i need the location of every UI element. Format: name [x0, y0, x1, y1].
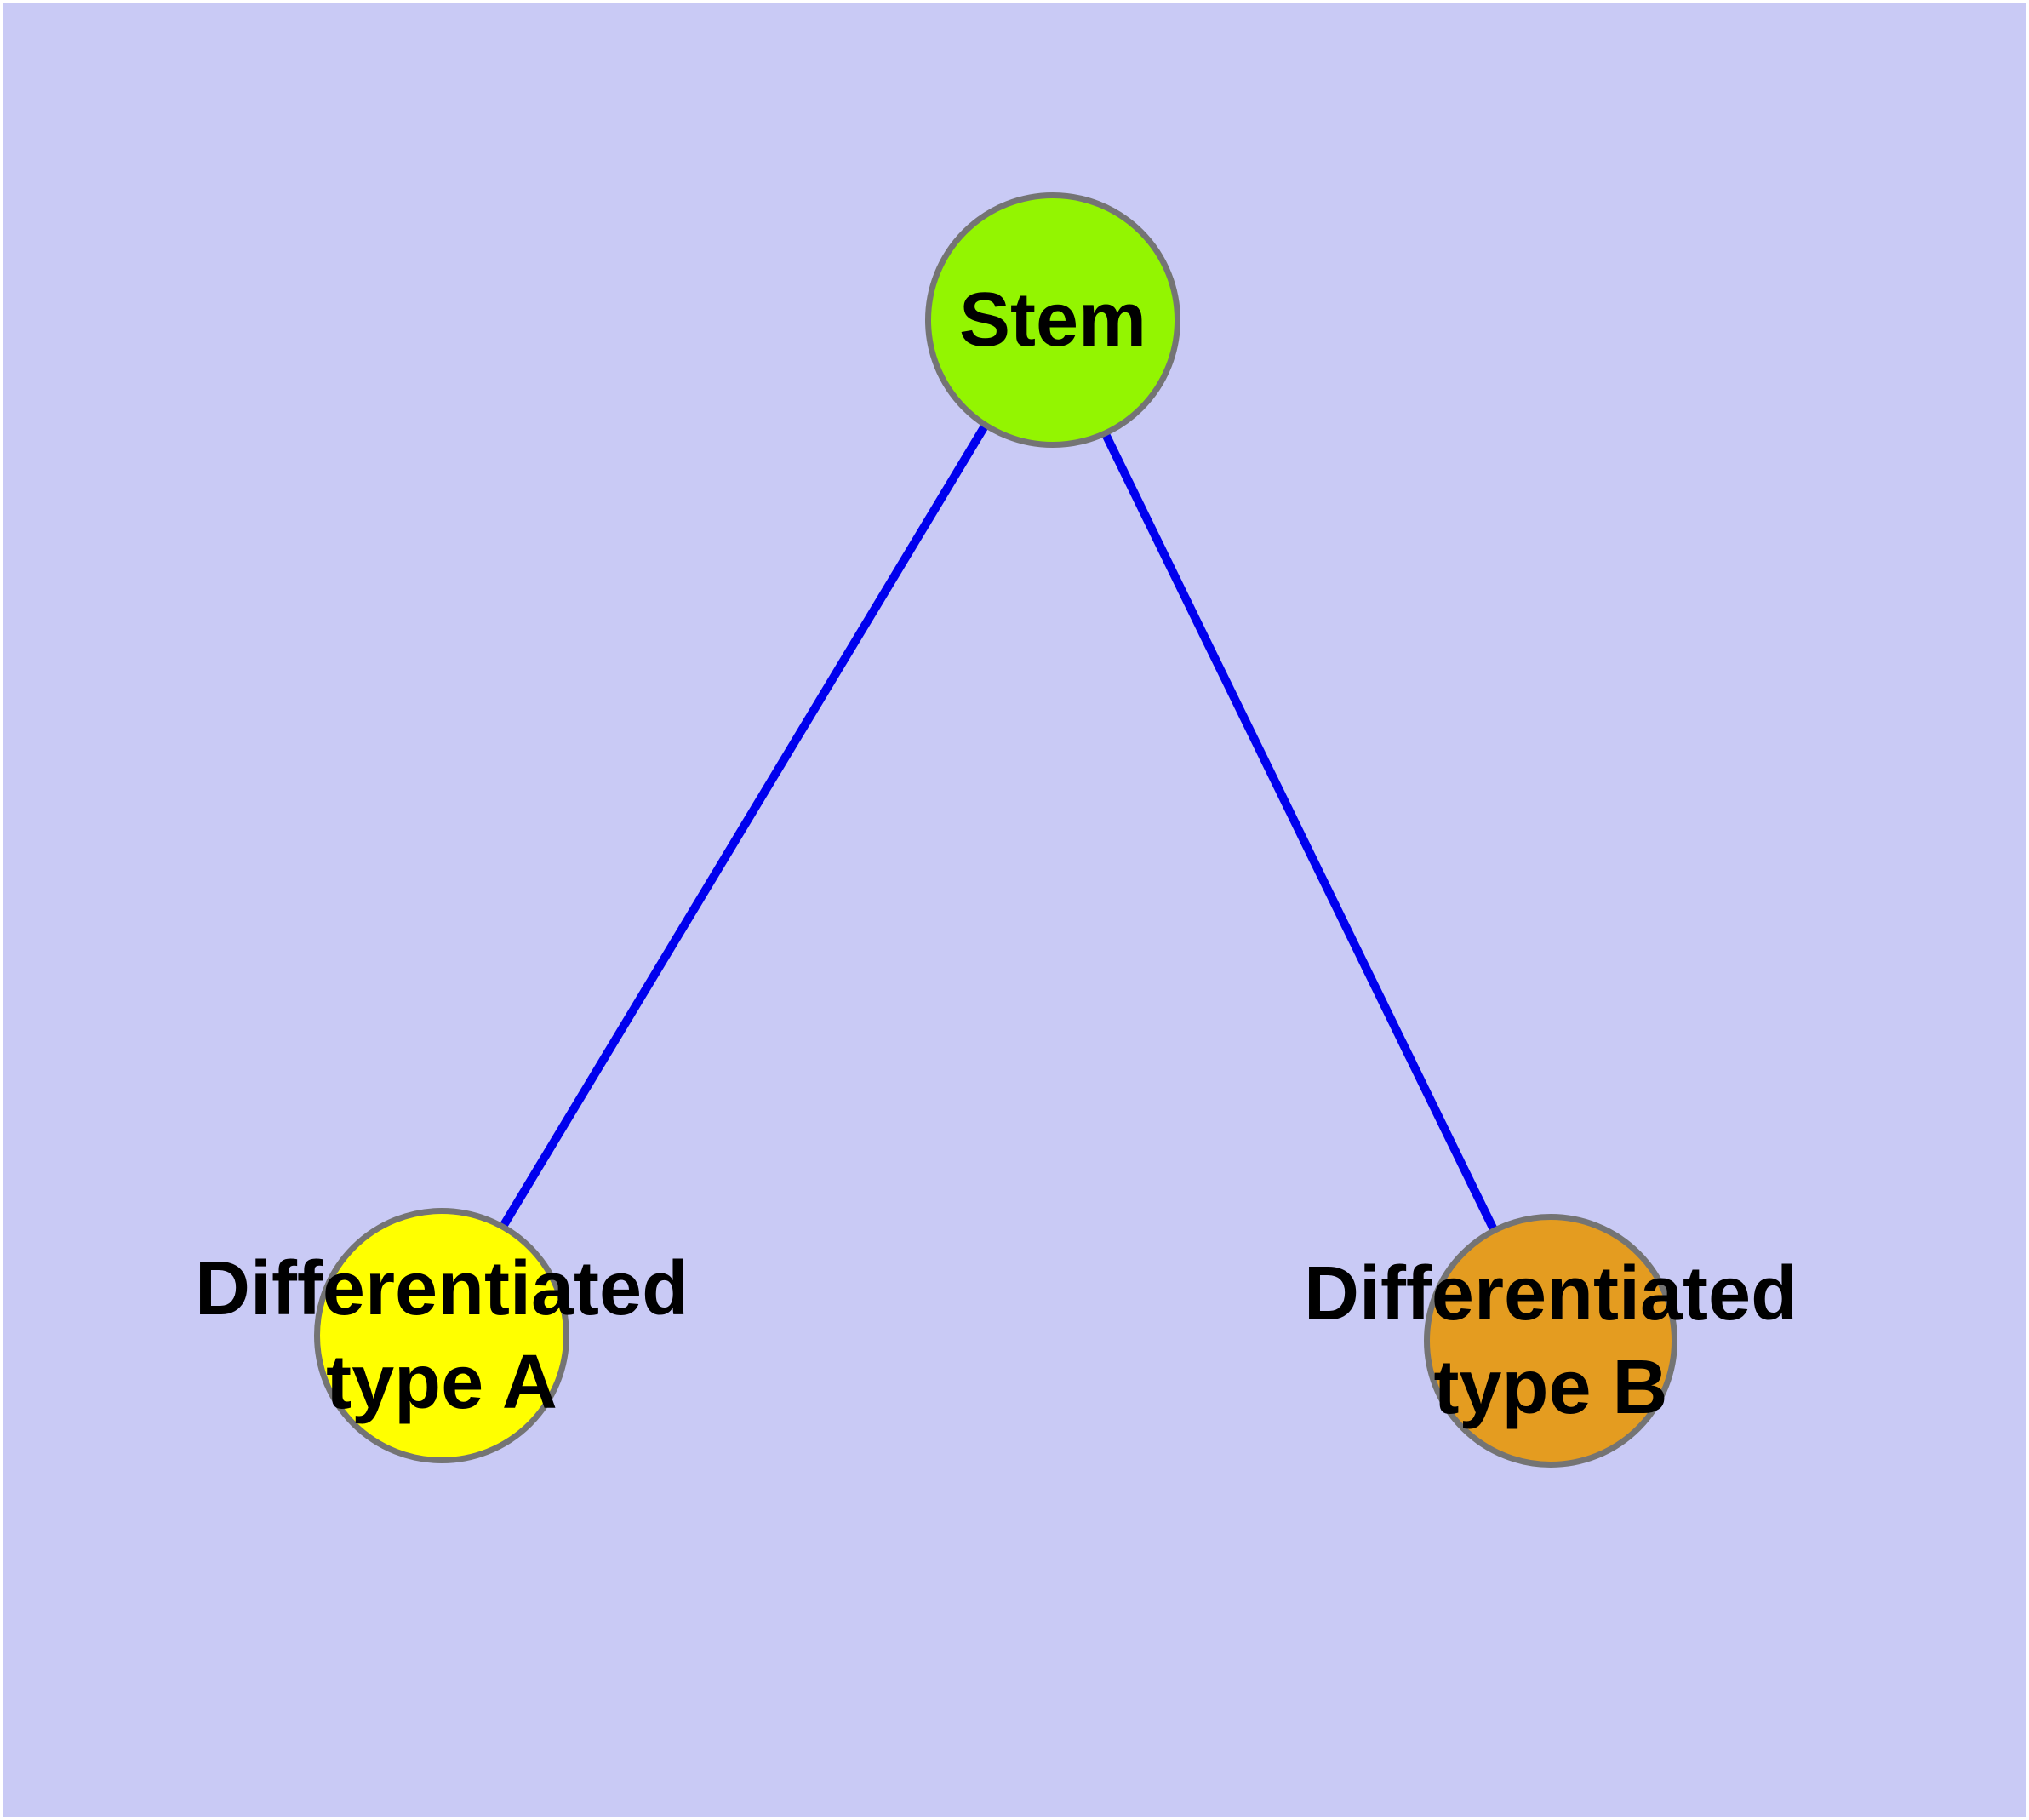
differentiated-type-a-node-circle [314, 1208, 569, 1463]
differentiated-type-b-node-circle [1424, 1214, 1677, 1468]
type-b-label-line-1: Differentiated [1303, 1251, 1798, 1336]
stem-node-circle [925, 192, 1180, 448]
type-b-label-line-2: type B [1433, 1345, 1668, 1430]
type-a-label-line-2: type A [326, 1340, 557, 1425]
type-a-label-line-1: Differentiated [194, 1246, 689, 1331]
edge-stem-to-type-b [1045, 317, 1550, 1338]
stem-label-line: Stem [958, 278, 1147, 363]
differentiated-type-b-node-label: Differentiated type B [1304, 1247, 1798, 1434]
differentiated-type-a-node-label: Differentiated type A [195, 1242, 689, 1429]
edge-stem-to-type-a [437, 317, 1054, 1333]
diagram-canvas: Stem Differentiated type A Differentiate… [3, 3, 2026, 1817]
edge-layer [437, 317, 1550, 1338]
stem-node-label: Stem [959, 273, 1146, 367]
